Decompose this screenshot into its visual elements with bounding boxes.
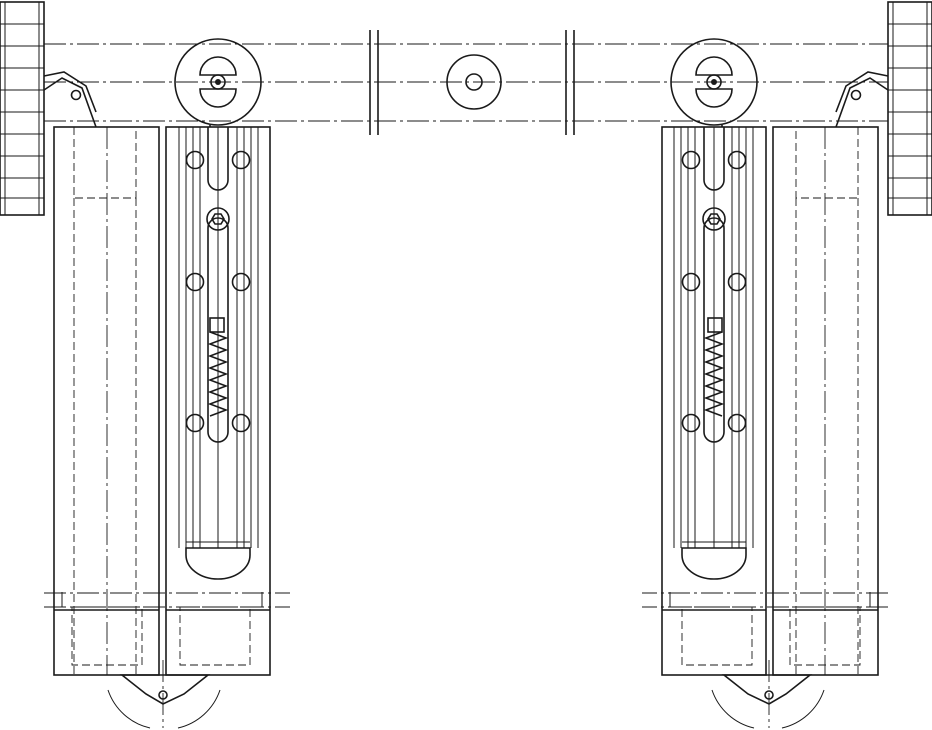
left-carriage <box>0 1 291 729</box>
right-carriage <box>641 1 932 729</box>
top-rail <box>44 30 888 135</box>
center-guide <box>446 54 502 110</box>
